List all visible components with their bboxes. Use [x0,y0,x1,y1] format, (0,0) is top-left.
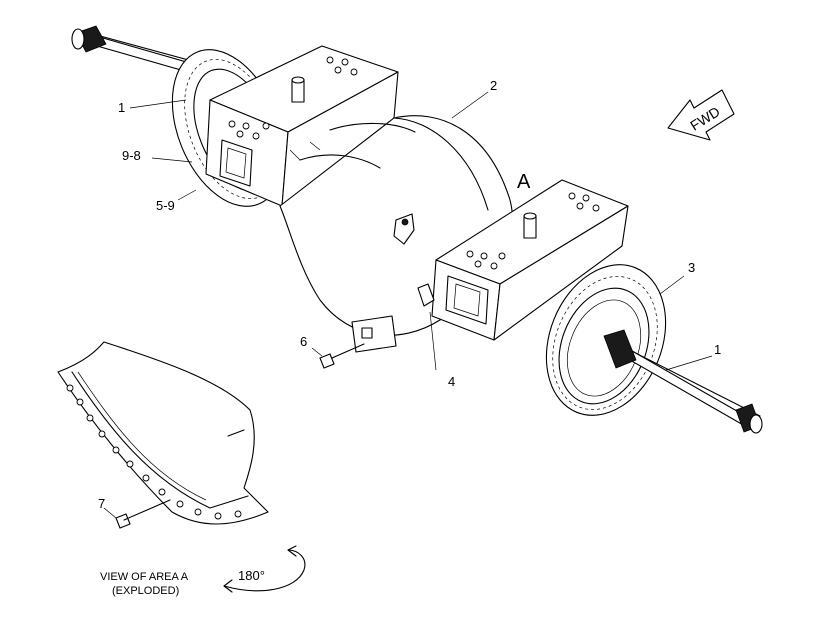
label-bracket: 4 [448,374,455,389]
leader-lines [103,91,713,519]
pin-part [115,499,171,529]
label-left-shaft: 1 [118,100,125,115]
left-mounting-block [205,45,399,207]
label-housing: 2 [490,78,497,93]
bolt-part [319,343,365,369]
right-axle-shaft [603,329,763,434]
exploded-view-area-a [57,341,269,525]
label-left-ref-b: 5-9 [156,198,175,213]
forward-direction-arrow: FWD [667,89,735,141]
label-area-a: A [517,171,531,193]
right-block-bolt-holes [466,192,600,270]
right-mounting-block [417,179,629,341]
label-bolt: 6 [300,334,307,349]
left-block-bolt-holes [228,56,358,140]
housing-fitting [393,213,415,245]
label-left-ref-a: 9-8 [122,148,141,163]
view-caption-line2: (EXPLODED) [112,585,179,597]
view-caption-line1: VIEW OF AREA A [100,571,189,583]
lower-mount-bracket [351,315,397,353]
rotation-symbol: 180° [223,545,306,593]
label-right-shaft: 1 [714,342,721,357]
exploded-bolt-holes [66,384,242,520]
label-pin: 7 [98,496,105,511]
rotation-label: 180° [238,568,265,583]
label-ring: 3 [688,260,695,275]
